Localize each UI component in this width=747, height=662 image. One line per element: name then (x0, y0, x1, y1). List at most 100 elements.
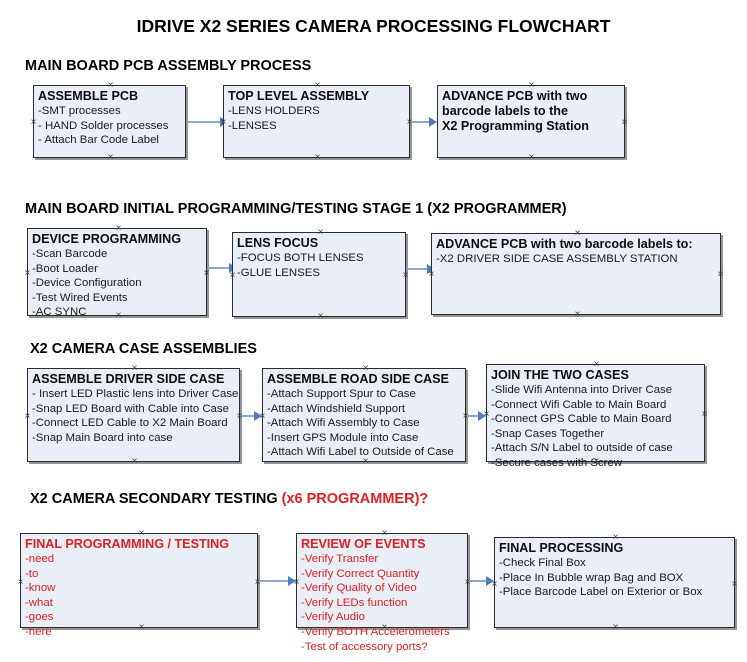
node-lens-focus[interactable]: LENS FOCUS -FOCUS BOTH LENSES -GLUE LENS… (232, 232, 406, 317)
node-title: FINAL PROCESSING (499, 541, 624, 555)
arrow-head-icon (429, 117, 437, 127)
node-line: -need (25, 553, 55, 565)
node-line: -Place Barcode Label on Exterior or Box (499, 586, 703, 599)
node-line: -Check Final Box (499, 557, 586, 569)
section-heading-text: MAIN BOARD PCB ASSEMBLY PROCESS (25, 58, 312, 74)
node-line: -Attach Wifi Assembly to Case (267, 417, 420, 430)
conn-top-level-assembly-to-advance-pcb[interactable] (411, 117, 437, 127)
section-heading-accent: (x6 PROGRAMMER)? (281, 491, 429, 507)
section-heading-text: X2 CAMERA CASE ASSEMBLIES (30, 341, 257, 357)
resize-handle-bottom[interactable] (316, 312, 325, 321)
conn-final-programming-to-review[interactable] (259, 576, 296, 586)
node-line: -Connect LED Cable to X2 Main Board (32, 417, 228, 430)
conn-road-side-to-join-cases[interactable] (467, 411, 486, 421)
node-line: -Insert GPS Module into Case (267, 431, 419, 444)
node-line: -FOCUS BOTH LENSES (237, 252, 364, 264)
resize-handle-bottom[interactable] (573, 310, 582, 319)
node-review-of-events[interactable]: REVIEW OF EVENTS -Verify Transfer -Verif… (296, 533, 468, 653)
resize-handle-right[interactable] (202, 269, 211, 278)
resize-handle-right[interactable] (700, 410, 709, 419)
node-line: -Attach S/N Label to outside of case (491, 442, 673, 455)
node-title: ADVANCE PCB with two (442, 89, 588, 103)
node-line: -Slide Wifi Antenna into Driver Case (491, 384, 673, 396)
node-line: barcode labels to the (442, 104, 568, 118)
section-heading-x2-camera-secondary-testing: X2 CAMERA SECONDARY TESTING (x6 PROGRAMM… (30, 491, 428, 507)
node-title: ASSEMBLE PCB (38, 89, 139, 103)
node-line: -Verify Correct Quantity (301, 567, 420, 580)
node-line: -what (25, 596, 53, 609)
node-title: ASSEMBLE DRIVER SIDE CASE (32, 372, 225, 386)
resize-handle-right[interactable] (620, 118, 629, 127)
conn-driver-side-to-road-side[interactable] (241, 411, 262, 421)
node-line: -X2 DRIVER SIDE CASE ASSEMBLY STATION (436, 253, 678, 265)
resize-handle-bottom[interactable] (106, 153, 115, 162)
conn-assemble-pcb-to-top-level-assembly[interactable] (187, 117, 228, 127)
resize-handle-left[interactable] (23, 412, 32, 421)
node-final-processing[interactable]: FINAL PROCESSING -Check Final Box -Place… (494, 537, 735, 628)
node-title: DEVICE PROGRAMMING (32, 232, 182, 246)
node-line: -GLUE LENSES (237, 266, 320, 279)
node-line: -AC SYNC (32, 306, 87, 319)
node-line: - HAND Solder processes (38, 119, 169, 132)
resize-handle-right[interactable] (730, 580, 739, 589)
node-title: REVIEW OF EVENTS (301, 537, 426, 551)
node-title: FINAL PROGRAMMING / TESTING (25, 537, 230, 551)
resize-handle-left[interactable] (16, 578, 25, 587)
node-line: -Attach Windshield Support (267, 402, 406, 415)
resize-handle-bottom[interactable] (313, 153, 322, 162)
node-device-programming[interactable]: DEVICE PROGRAMMING -Scan Barcode -Boot L… (27, 228, 207, 318)
arrow-head-icon (254, 411, 262, 421)
resize-handle-bottom[interactable] (611, 623, 620, 632)
node-line: -know (25, 582, 56, 595)
node-line: -Attach Wifi Label to Outside of Case (267, 446, 454, 459)
resize-handle-right[interactable] (401, 271, 410, 280)
node-line: -Verify LEDs function (301, 596, 408, 609)
node-line: -Snap LED Board with Cable into Case (32, 402, 229, 415)
node-join-the-two-cases[interactable]: JOIN THE TWO CASES -Slide Wifi Antenna i… (486, 364, 705, 469)
section-heading-text: X2 CAMERA SECONDARY TESTING (30, 491, 282, 507)
node-line-overflow: -Test of accessory ports? (301, 640, 428, 653)
conn-device-programming-to-lens-focus[interactable] (208, 263, 237, 273)
resize-handle-bottom[interactable] (527, 153, 536, 162)
node-title: ASSEMBLE ROAD SIDE CASE (267, 372, 449, 386)
node-advance-pcb-to-x2-programming-station[interactable]: ADVANCE PCB with two barcode labels to t… (437, 85, 625, 158)
resize-handle-left[interactable] (23, 269, 32, 278)
node-line: -SMT processes (38, 105, 121, 117)
node-line: -Scan Barcode (32, 248, 108, 260)
node-line: -goes (25, 611, 54, 624)
node-advance-pcb-to-driver-side-case-assembly[interactable]: ADVANCE PCB with two barcode labels to: … (431, 233, 721, 315)
node-line: -Snap Cases Together (491, 427, 605, 440)
node-line: - Attach Bar Code Label (38, 134, 159, 147)
node-line: -here (25, 625, 52, 638)
conn-lens-focus-to-advance-pcb[interactable] (407, 264, 435, 274)
arrow-head-icon (478, 411, 486, 421)
node-top-level-assembly[interactable]: TOP LEVEL ASSEMBLY -LENS HOLDERS -LENSES (223, 85, 410, 158)
resize-handle-right[interactable] (716, 270, 725, 279)
node-line: -Place In Bubble wrap Bag and BOX (499, 571, 684, 584)
node-line: -Device Configuration (32, 277, 142, 290)
resize-handle-left[interactable] (29, 118, 38, 127)
node-line: - Insert LED Plastic lens into Driver Ca… (32, 388, 239, 400)
node-assemble-road-side-case[interactable]: ASSEMBLE ROAD SIDE CASE -Attach Support … (262, 368, 466, 462)
node-line: -LENSES (228, 119, 277, 132)
node-line: -Snap Main Board into case (32, 431, 173, 444)
node-line: -Connect Wifi Cable to Main Board (491, 398, 667, 411)
node-title: LENS FOCUS (237, 236, 319, 250)
node-line: -Test Wired Events (32, 291, 128, 304)
node-final-programming-testing[interactable]: FINAL PROGRAMMING / TESTING -need -to -k… (20, 533, 258, 638)
node-line: -Verify Transfer (301, 553, 379, 565)
node-assemble-pcb[interactable]: ASSEMBLE PCB -SMT processes - HAND Solde… (33, 85, 186, 158)
conn-review-to-final-processing[interactable] (469, 576, 494, 586)
resize-handle-bottom[interactable] (130, 457, 139, 466)
node-line: -Connect GPS Cable to Main Board (491, 413, 672, 426)
node-line: -Boot Loader (32, 262, 98, 275)
node-line: -to (25, 567, 39, 580)
section-heading-text: MAIN BOARD INITIAL PROGRAMMING/TESTING S… (25, 201, 567, 217)
node-assemble-driver-side-case[interactable]: ASSEMBLE DRIVER SIDE CASE - Insert LED P… (27, 368, 240, 462)
arrow-head-icon (486, 576, 494, 586)
section-heading-x2-camera-case-assemblies: X2 CAMERA CASE ASSEMBLIES (30, 341, 257, 357)
node-title: JOIN THE TWO CASES (491, 368, 629, 382)
node-line: X2 Programming Station (442, 119, 589, 133)
page-title: IDRIVE X2 SERIES CAMERA PROCESSING FLOWC… (136, 16, 611, 36)
